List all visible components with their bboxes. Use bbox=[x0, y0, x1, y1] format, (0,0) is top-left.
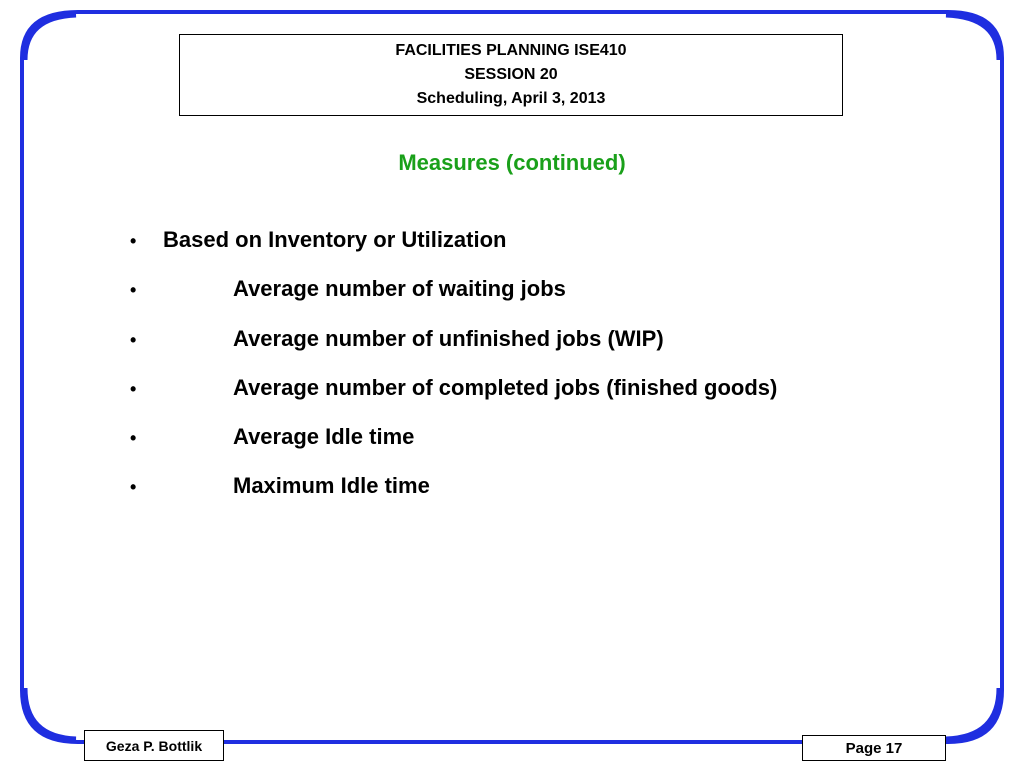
bullet-text: Average number of waiting jobs bbox=[233, 276, 566, 302]
frame-corner-top-left bbox=[20, 10, 77, 61]
bullet-text: Average Idle time bbox=[233, 424, 415, 450]
header-topic-date: Scheduling, April 3, 2013 bbox=[416, 90, 606, 107]
footer-author: Geza P. Bottlik bbox=[84, 730, 224, 761]
bullet-marker: • bbox=[130, 428, 137, 449]
slide-subtitle: Measures (continued) bbox=[398, 150, 626, 175]
bullet-marker: • bbox=[130, 280, 137, 301]
frame-corner-bottom-left bbox=[20, 687, 77, 744]
frame-corner-bottom-right bbox=[945, 687, 1004, 744]
bullet-text: Based on Inventory or Utilization bbox=[163, 227, 507, 252]
bullet-marker: • bbox=[130, 231, 137, 251]
header-session: SESSION 20 bbox=[464, 66, 558, 83]
header-box: FACILITIES PLANNING ISE410 SESSION 20 Sc… bbox=[179, 34, 843, 116]
bullet-text: Average number of completed jobs (finish… bbox=[233, 374, 778, 400]
bullet-marker: • bbox=[130, 477, 137, 498]
footer-page-number: Page 17 bbox=[802, 735, 946, 761]
header-course-title: FACILITIES PLANNING ISE410 bbox=[395, 42, 627, 59]
bullet-text: Maximum Idle time bbox=[233, 473, 430, 499]
bullet-marker: • bbox=[130, 329, 137, 350]
frame-corner-top-right bbox=[945, 10, 1004, 61]
bullet-text: Average number of unfinished jobs (WIP) bbox=[233, 325, 664, 351]
bullet-marker: • bbox=[130, 378, 137, 399]
